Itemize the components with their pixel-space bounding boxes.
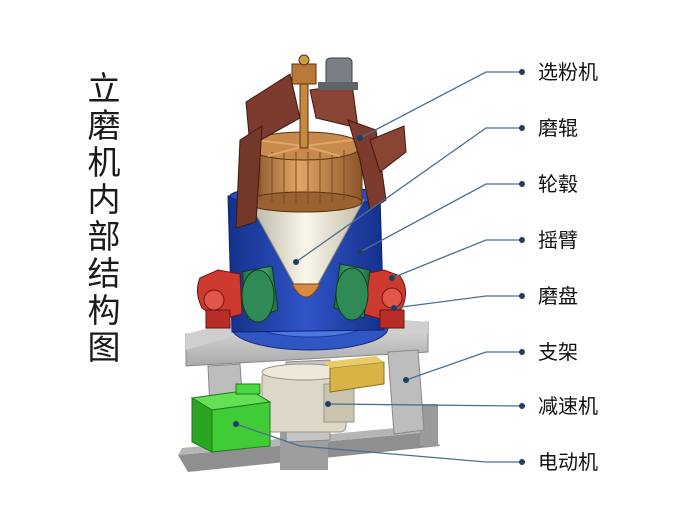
leader-line xyxy=(393,295,520,309)
leader-dot xyxy=(519,349,525,355)
leader-dot xyxy=(325,401,331,407)
leader-dot xyxy=(519,403,525,409)
label-grinding-table: 磨盘 xyxy=(538,284,578,308)
leader-dot xyxy=(519,293,525,299)
title-char: 磨 xyxy=(87,106,121,145)
leader-dot xyxy=(293,259,299,265)
leader-dots xyxy=(233,69,525,465)
leader-dot xyxy=(357,135,363,141)
title-char: 内 xyxy=(87,180,121,219)
label-rocker-arm: 摇臂 xyxy=(538,228,578,252)
leader-line xyxy=(359,183,520,253)
leader-dot xyxy=(357,249,363,255)
title-char: 构 xyxy=(87,291,121,330)
title-char: 机 xyxy=(87,143,121,182)
leader-line xyxy=(359,71,520,139)
label-motor: 电动机 xyxy=(538,450,598,474)
leader-line xyxy=(391,239,520,279)
title-char: 图 xyxy=(87,328,121,367)
classifier xyxy=(245,63,363,213)
leader-dot xyxy=(519,237,525,243)
leader-dot xyxy=(519,459,525,465)
leader-line xyxy=(235,423,520,463)
leader-dot xyxy=(389,275,395,281)
label-support-frame: 支架 xyxy=(538,340,578,364)
leader-dot xyxy=(403,377,409,383)
leader-lines xyxy=(235,71,521,463)
title-char: 部 xyxy=(87,217,121,256)
title-char: 结 xyxy=(87,254,121,293)
title-char: 立 xyxy=(87,69,121,108)
motor xyxy=(190,383,272,453)
leader-line xyxy=(295,127,520,263)
label-grinding-roller: 磨辊 xyxy=(538,116,578,140)
grinding-rollers xyxy=(241,263,371,323)
leader-dot xyxy=(233,421,239,427)
leader-dot xyxy=(519,69,525,75)
leader-dot xyxy=(391,305,397,311)
vertical-title: 立 磨 机 内 部 结 构 图 xyxy=(82,70,126,366)
outer-housing xyxy=(235,73,407,229)
label-hub: 轮毂 xyxy=(538,172,578,196)
classifier-motor xyxy=(298,54,358,90)
coupling-box xyxy=(324,356,385,393)
leader-line xyxy=(327,403,521,407)
leader-dot xyxy=(519,125,525,131)
label-reducer: 减速机 xyxy=(538,394,598,418)
leader-line xyxy=(405,351,520,381)
label-classifier: 选粉机 xyxy=(538,60,598,84)
leader-dot xyxy=(519,181,525,187)
